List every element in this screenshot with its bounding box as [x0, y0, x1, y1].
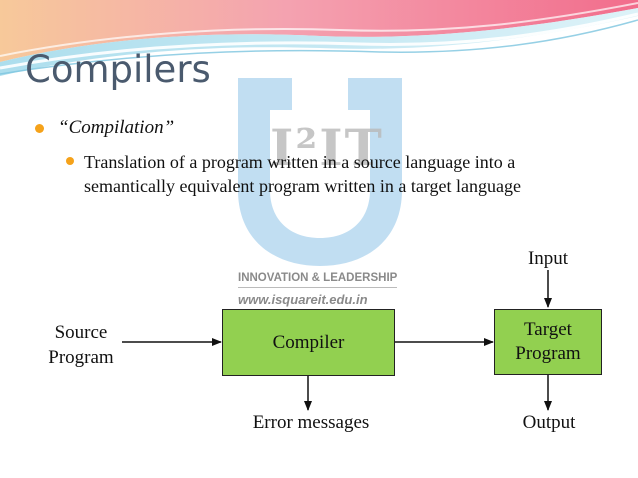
source-program-label: Source Program — [36, 320, 126, 370]
compiler-label: Compiler — [273, 331, 345, 355]
source-label-line2: Program — [36, 345, 126, 370]
target-program-box: Target Program — [494, 309, 602, 375]
input-label: Input — [518, 246, 578, 271]
source-label-line1: Source — [36, 320, 126, 345]
error-messages-label: Error messages — [236, 410, 386, 435]
target-label-line2: Program — [515, 342, 580, 366]
target-label-line1: Target — [524, 318, 572, 342]
compiler-box: Compiler — [222, 309, 395, 376]
output-label: Output — [514, 410, 584, 435]
